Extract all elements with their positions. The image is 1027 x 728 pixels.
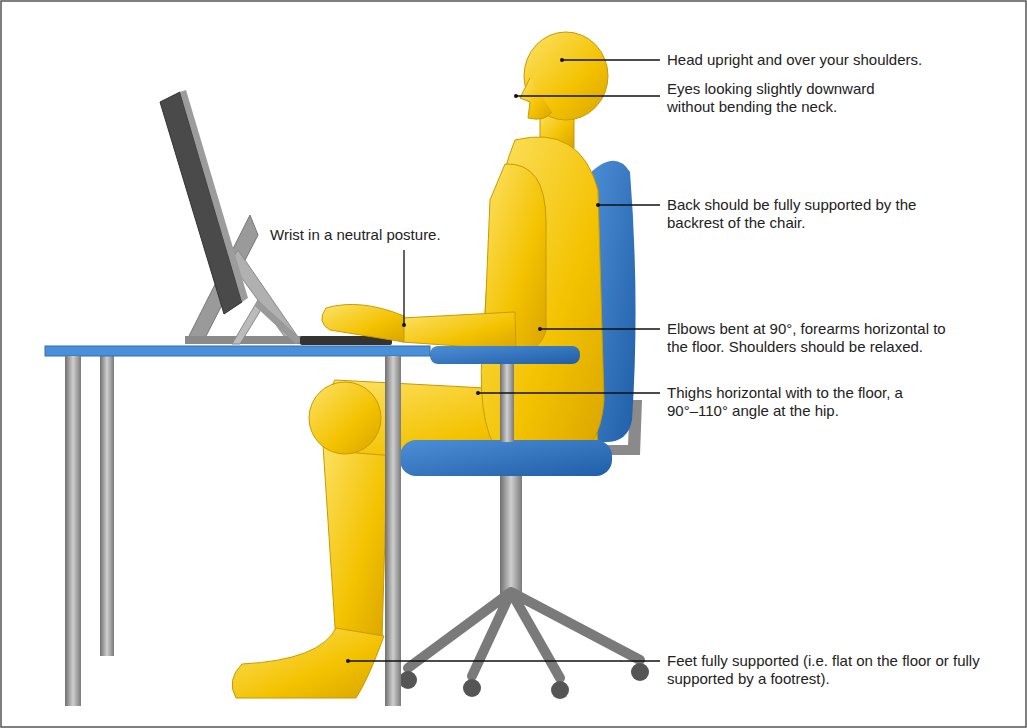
figure-hand xyxy=(322,304,404,342)
leader-dot xyxy=(538,327,542,331)
leader-dot xyxy=(560,58,564,62)
chair-seat xyxy=(400,440,612,476)
leader-line xyxy=(348,660,660,661)
callout-label: Back should be fully supported by the ba… xyxy=(667,196,967,232)
figure-forearm xyxy=(402,312,516,350)
leader-dot xyxy=(514,94,518,98)
keyboard-stand xyxy=(255,300,302,344)
armrest-post xyxy=(500,362,514,442)
chair-wheel xyxy=(399,671,417,689)
leader-dot xyxy=(476,391,480,395)
callout-label: Head upright and over your shoulders. xyxy=(667,51,1007,69)
callout-label: Wrist in a neutral posture. xyxy=(270,226,490,244)
desk-top xyxy=(45,346,430,356)
leader-dot xyxy=(596,203,600,207)
leader-line xyxy=(478,392,660,393)
monitor-base xyxy=(185,336,305,344)
leader-dot xyxy=(346,659,350,663)
leader-line xyxy=(403,250,404,325)
desk-leg xyxy=(65,356,81,706)
chair-base xyxy=(408,592,640,678)
figure-face xyxy=(520,78,552,119)
callout-label: Elbows bent at 90°, forearms horizontal … xyxy=(667,320,967,356)
leader-line xyxy=(598,204,660,205)
figure-knee xyxy=(309,382,381,454)
monitor-edge xyxy=(180,90,248,302)
callout-label: Thighs horizontal with to the floor, a 9… xyxy=(667,384,937,420)
chair-wheel xyxy=(463,679,481,697)
monitor xyxy=(160,92,242,314)
desk-leg xyxy=(385,356,401,706)
figure-foot xyxy=(232,628,384,698)
desk-leg xyxy=(100,356,114,656)
leader-dot xyxy=(402,323,406,327)
chair-stem xyxy=(500,470,522,595)
figure-shin xyxy=(322,430,388,642)
chair-wheel xyxy=(551,681,569,699)
figure-torso xyxy=(481,137,604,460)
callout-label: Feet fully supported (i.e. flat on the f… xyxy=(667,652,987,688)
chair-wheel xyxy=(631,663,649,681)
leader-line xyxy=(562,59,660,60)
chair-armrest xyxy=(430,346,580,364)
leader-line xyxy=(540,328,660,329)
callout-label: Eyes looking slightly downward without b… xyxy=(667,80,917,116)
leader-line xyxy=(516,95,660,96)
